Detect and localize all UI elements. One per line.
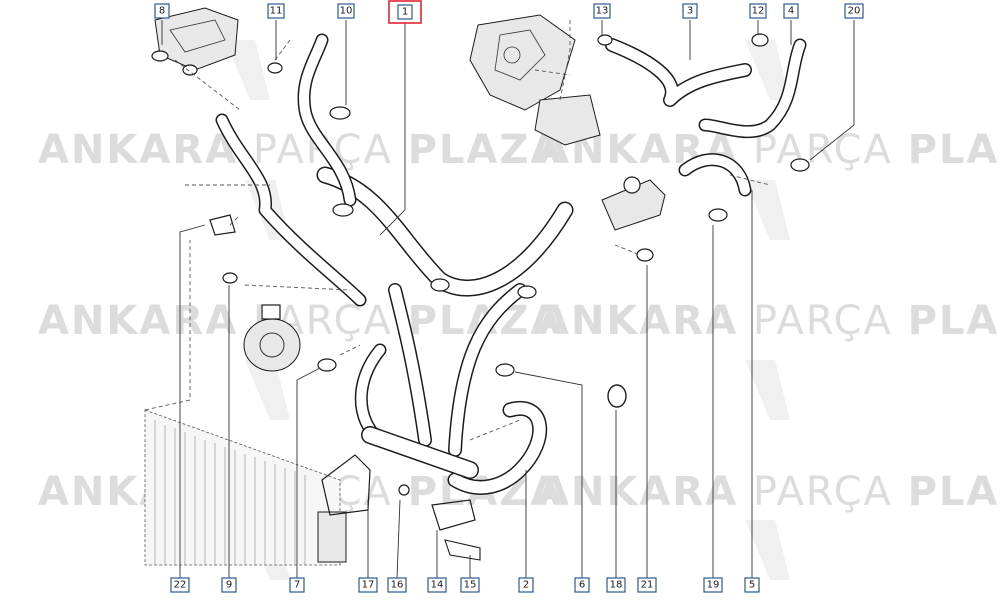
svg-text:8: 8 — [159, 6, 165, 17]
svg-text:15: 15 — [464, 580, 477, 591]
svg-text:5: 5 — [749, 580, 755, 591]
callout-4[interactable]: 4 — [783, 3, 799, 19]
svg-text:9: 9 — [226, 580, 232, 591]
svg-text:21: 21 — [641, 580, 654, 591]
engine-block — [469, 14, 601, 146]
svg-text:ANKARA PARÇA PLAZA: ANKARA PARÇA PLAZA — [538, 298, 1000, 344]
callout-5[interactable]: 5 — [744, 577, 760, 593]
svg-text:12: 12 — [752, 6, 765, 17]
svg-text:14: 14 — [431, 580, 444, 591]
svg-text:7: 7 — [294, 580, 300, 591]
svg-text:13: 13 — [596, 6, 609, 17]
watermark-brand-bold: ANKARA — [538, 298, 738, 344]
svg-text:18: 18 — [610, 580, 623, 591]
watermark-brand-bold: ANKARA — [38, 298, 238, 344]
svg-text:3: 3 — [687, 6, 693, 17]
watermark-brand-light: PARÇA — [753, 469, 893, 515]
callout-13[interactable]: 13 — [593, 3, 611, 19]
bottom-brackets — [209, 214, 481, 561]
svg-text:ANKARA PARÇA PLAZA: ANKARA PARÇA PLAZA — [38, 127, 563, 173]
svg-text:16: 16 — [391, 580, 404, 591]
callout-12[interactable]: 12 — [749, 3, 767, 19]
watermark-layer: ANKARA PARÇA PLAZA ANKARA PARÇA PLAZA AN… — [38, 40, 1000, 580]
svg-text:4: 4 — [788, 6, 794, 17]
svg-text:11: 11 — [270, 6, 283, 17]
watermark-brand-bold: ANKARA — [38, 127, 238, 173]
callout-16[interactable]: 16 — [387, 577, 407, 593]
radiator — [144, 409, 347, 566]
watermark-brand-bold: PLAZA — [908, 469, 1000, 515]
callout-20[interactable]: 20 — [844, 3, 864, 19]
callout-1-highlight[interactable]: 1 — [388, 0, 422, 24]
leader-lines — [161, 20, 855, 579]
assembly-lines — [144, 20, 771, 441]
thermostat-housing — [601, 176, 666, 231]
watermark-brand-bold: PLAZA — [908, 298, 1000, 344]
watermark-brand-light: PARÇA — [753, 298, 893, 344]
callout-11[interactable]: 11 — [267, 3, 285, 19]
callout-10[interactable]: 10 — [337, 3, 355, 19]
watermark-brand-bold: ANKARA — [538, 469, 738, 515]
callout-18[interactable]: 18 — [606, 577, 626, 593]
svg-text:10: 10 — [340, 6, 353, 17]
callout-17[interactable]: 17 — [358, 577, 378, 593]
callout-21[interactable]: 21 — [637, 577, 657, 593]
watermark-brand-bold: PLAZA — [908, 127, 1000, 173]
callout-3[interactable]: 3 — [682, 3, 698, 19]
callout-15[interactable]: 15 — [460, 577, 480, 593]
hose-clamps — [222, 33, 810, 408]
watermark-brand-bold: PLAZA — [408, 127, 564, 173]
svg-text:ANKARA PARÇA PLAZA: ANKARA PARÇA PLAZA — [538, 127, 1000, 173]
callout-6[interactable]: 6 — [574, 577, 590, 593]
svg-text:19: 19 — [707, 580, 720, 591]
svg-text:1: 1 — [402, 7, 408, 18]
svg-text:6: 6 — [579, 580, 585, 591]
callout-9[interactable]: 9 — [221, 577, 237, 593]
svg-text:20: 20 — [848, 6, 861, 17]
svg-text:ANKARA PARÇA PLAZA: ANKARA PARÇA PLAZA — [538, 469, 1000, 515]
callout-7[interactable]: 7 — [289, 577, 305, 593]
callout-19[interactable]: 19 — [703, 577, 723, 593]
svg-text:2: 2 — [523, 580, 529, 591]
svg-text:17: 17 — [362, 580, 375, 591]
oil-cooler — [243, 304, 301, 372]
callout-8[interactable]: 8 — [154, 3, 170, 19]
callout-22[interactable]: 22 — [170, 577, 190, 593]
callout-14[interactable]: 14 — [427, 577, 447, 593]
callout-2[interactable]: 2 — [518, 577, 534, 593]
svg-text:22: 22 — [174, 580, 187, 591]
bracket-assembly — [151, 7, 239, 76]
